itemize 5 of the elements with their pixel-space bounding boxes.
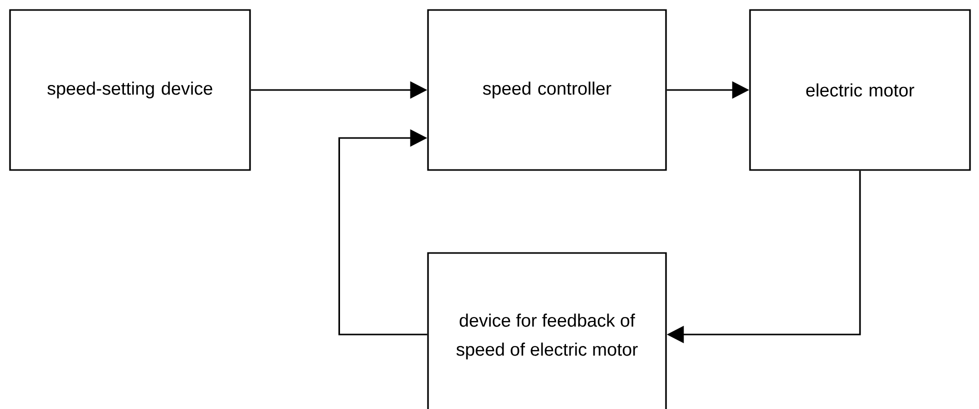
block-box: electric motor	[749, 9, 971, 171]
block-box: speed controller	[427, 9, 667, 171]
block-box: speed-setting device	[9, 9, 251, 171]
arrow	[338, 129, 428, 336]
block-box: device for feedback of speed of electric motor	[427, 252, 667, 409]
